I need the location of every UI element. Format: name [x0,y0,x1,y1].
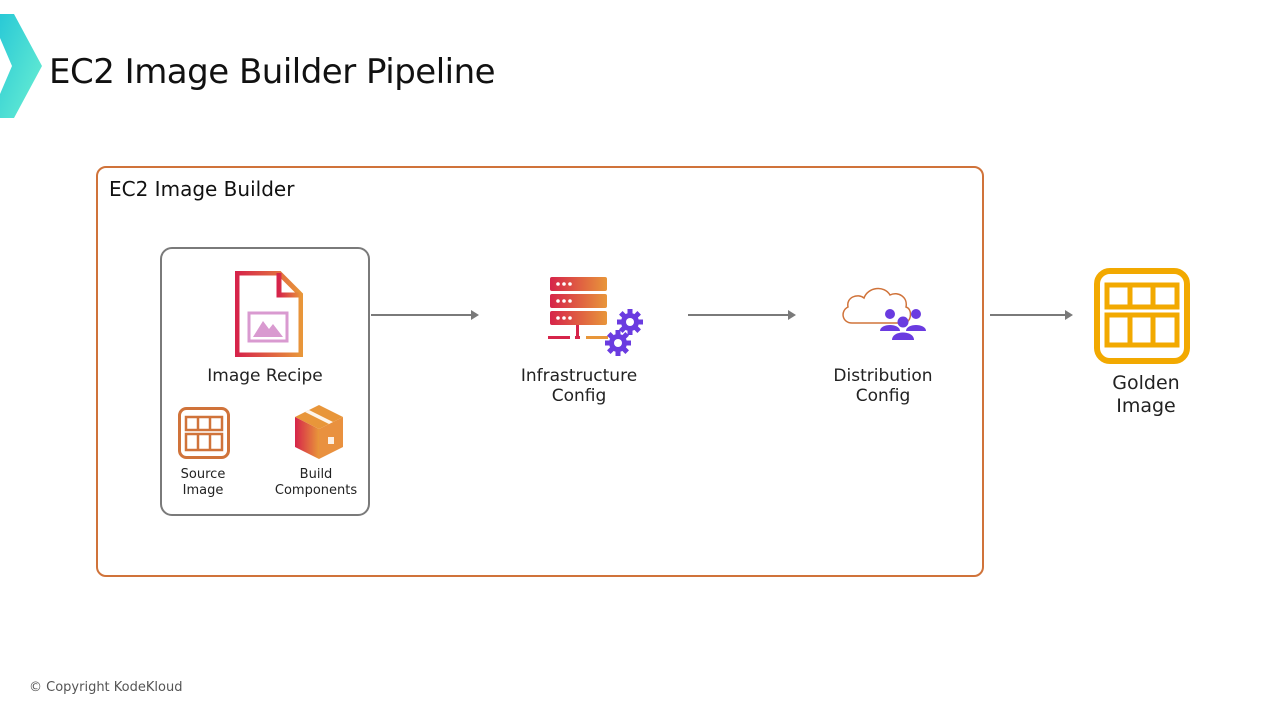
golden-ami-icon [1094,268,1190,364]
golden-image-label-line1: Golden [1112,372,1180,394]
slide-title: EC2 Image Builder Pipeline [49,52,496,92]
copyright-text: © Copyright KodeKloud [29,680,183,695]
arrow-builder-to-golden-image [990,310,1073,320]
infrastructure-config-label-line1: Infrastructure [520,366,638,386]
infrastructure-config-label: Infrastructure Config [503,366,655,407]
golden-image-label-line2: Image [1116,394,1176,417]
build-components-label: Build Components [266,467,366,498]
distribution-config-label-line1: Distribution [833,366,933,386]
package-box-icon [293,403,345,461]
ec2-image-builder-container [96,166,984,577]
ami-grid-icon [178,407,230,459]
golden-image-label: Golden Image [1086,372,1206,418]
build-components-label-line1: Build [299,467,333,482]
infrastructure-config-label-line2: Config [551,386,607,407]
image-recipe-label: Image Recipe [207,366,323,386]
source-image-label: Source Image [163,467,243,498]
distribution-config-label: Distribution Config [808,366,958,407]
image-recipe-group [160,247,370,516]
arrow-recipe-to-infra [371,310,479,320]
document-image-icon [235,271,303,357]
cloud-users-icon [840,285,930,343]
build-components-label-line2: Components [274,482,358,498]
source-image-label-line1: Source [180,467,226,482]
distribution-config-label-line2: Config [855,386,911,407]
container-label: EC2 Image Builder [109,177,295,201]
kodekloud-logo-icon [0,14,44,118]
server-gears-icon [546,275,646,357]
arrow-infra-to-distribution [688,310,796,320]
source-image-label-line2: Image [182,482,224,498]
